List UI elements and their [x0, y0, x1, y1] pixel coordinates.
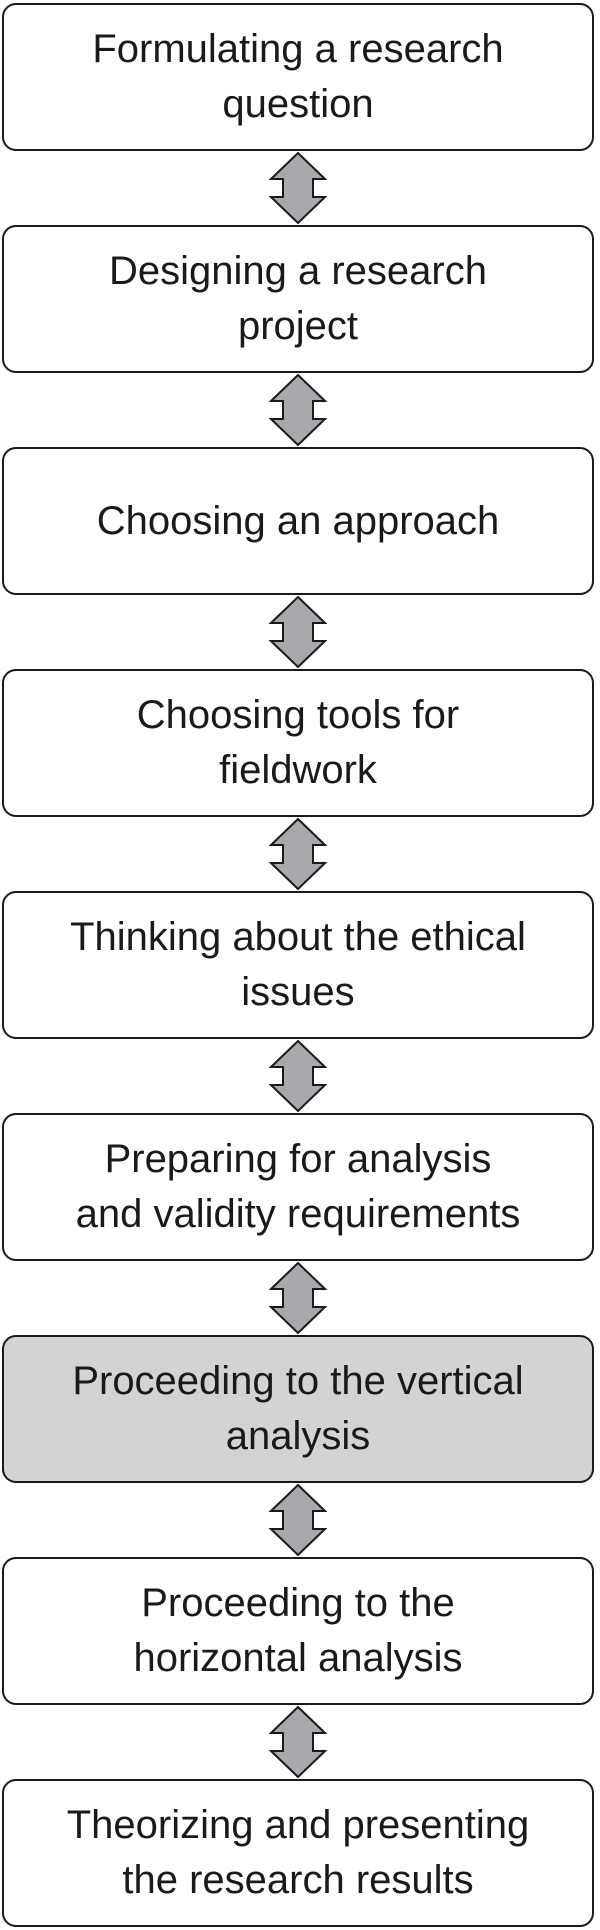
- step-label: Choosing tools for fieldwork: [136, 693, 460, 792]
- step-label: Proceeding to the vertical analysis: [72, 1359, 524, 1458]
- double-headed-vertical-arrow-icon: [269, 1039, 327, 1113]
- step-label: Formulating a research question: [92, 27, 504, 126]
- step-label: Thinking about the ethical issues: [70, 915, 526, 1014]
- double-headed-vertical-arrow-icon: [269, 817, 327, 891]
- step-label: Designing a research project: [109, 249, 487, 348]
- step-label: Choosing an approach: [96, 498, 500, 543]
- double-headed-vertical-arrow-icon: [269, 595, 327, 669]
- double-headed-vertical-arrow-icon: [269, 1261, 327, 1335]
- step-box-7: Proceeding to the vertical analysis: [2, 1335, 594, 1483]
- step-box-1: Formulating a research question: [2, 3, 594, 151]
- step-label: Proceeding to the horizontal analysis: [133, 1581, 463, 1680]
- double-headed-vertical-arrow-icon: [269, 373, 327, 447]
- step-box-3: Choosing an approach: [2, 447, 594, 595]
- double-headed-vertical-arrow-icon: [269, 1483, 327, 1557]
- double-headed-vertical-arrow-icon: [269, 1705, 327, 1779]
- step-box-4: Choosing tools for fieldwork: [2, 669, 594, 817]
- step-box-8: Proceeding to the horizontal analysis: [2, 1557, 594, 1705]
- step-label: Theorizing and presenting the research r…: [66, 1803, 530, 1902]
- double-headed-vertical-arrow-icon: [269, 151, 327, 225]
- step-box-2: Designing a research project: [2, 225, 594, 373]
- step-box-9: Theorizing and presenting the research r…: [2, 1779, 594, 1927]
- step-box-6: Preparing for analysis and validity requ…: [2, 1113, 594, 1261]
- step-label: Preparing for analysis and validity requ…: [75, 1137, 521, 1236]
- step-box-5: Thinking about the ethical issues: [2, 891, 594, 1039]
